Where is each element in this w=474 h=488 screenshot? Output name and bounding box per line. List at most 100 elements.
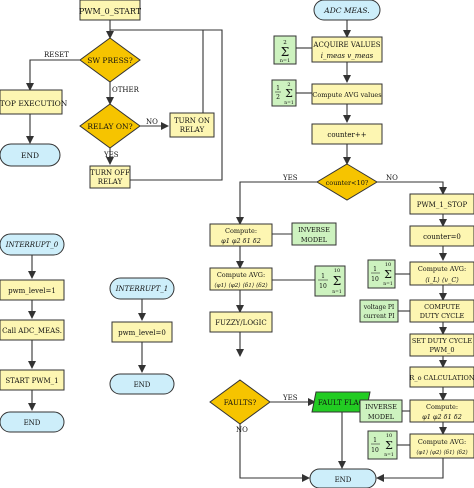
half-bottom: 2 bbox=[276, 94, 280, 101]
node-pwm0-start: PWM_0_START bbox=[79, 0, 142, 21]
node-compute-duty: COMPUTE DUTY CYCLE bbox=[409, 299, 474, 323]
tenth-left-top: 1 bbox=[321, 273, 325, 280]
node-call-adc: Call ADC_MEAS. bbox=[0, 319, 65, 341]
voltage-pi-label: voltage PI bbox=[363, 304, 395, 311]
half-sum-bottom: n=1 bbox=[284, 100, 294, 106]
sum-left-top: 10 bbox=[334, 268, 340, 274]
node-counter-inc: counter++ bbox=[311, 123, 383, 145]
edge-cond-yes bbox=[236, 181, 317, 225]
edge-faults-no bbox=[239, 424, 310, 482]
sum-right2-bottom: n=1 bbox=[384, 452, 394, 458]
edge-label-yes-counter: YES bbox=[282, 174, 298, 182]
half-sum-top: 2 bbox=[287, 82, 290, 88]
current-pi-label: current PI bbox=[363, 313, 395, 320]
node-compute-avg-right-2: Compute AVG: ⟨φ1⟩ ⟨φ2⟩ ⟨δ1⟩ ⟨δ2⟩ bbox=[409, 433, 474, 459]
sw-press-label: SW PRESS? bbox=[87, 56, 133, 65]
node-turn-on-relay: TURN ON RELAY bbox=[169, 112, 215, 138]
compute-avg-right-label-1: Compute AVG: bbox=[418, 265, 466, 273]
sum-right-sigma: Σ bbox=[384, 268, 392, 281]
adc-meas-label: ADC MEAS. bbox=[323, 6, 369, 15]
turn-off-relay-label-1: TURN OFF bbox=[90, 169, 130, 177]
node-sw-press: SW PRESS? bbox=[79, 37, 141, 83]
set-duty-label-1: SET DUTY CYCLE bbox=[412, 337, 472, 345]
node-counter-cond: counter<10? bbox=[316, 163, 378, 201]
compute-avg-right-label-2: ⟨i_L⟩ ⟨v_C⟩ bbox=[425, 276, 459, 284]
fault-flag-label: FAULT FLAG bbox=[318, 399, 365, 407]
node-counter-zero: counter=0 bbox=[409, 225, 474, 247]
fuzzy-logic-label: FUZZY/LOGIC bbox=[215, 319, 267, 327]
end-int1-label: END bbox=[134, 381, 151, 389]
edge-cond-no bbox=[377, 181, 447, 195]
node-adc-meas: ADC MEAS. bbox=[313, 0, 381, 21]
pwm-level-1-label: pwm_level=1 bbox=[8, 287, 56, 295]
compute-avg-left-label-2: ⟨φ1⟩ ⟨φ2⟩ ⟨δ1⟩ ⟨δ2⟩ bbox=[214, 282, 267, 289]
inverse-model-left-label-1: INVERSE bbox=[298, 226, 330, 234]
node-sum-tenth-right-2: 1 10 10 Σ n=1 bbox=[367, 430, 398, 460]
turn-on-relay-label-1: TURN ON bbox=[174, 117, 210, 125]
faults-label: FAULTS? bbox=[224, 399, 257, 407]
edge-label-yes-relay: YES bbox=[103, 151, 119, 159]
interrupt-0-label: INTERRUPT_0 bbox=[5, 241, 59, 249]
node-stop-execution: STOP EXECUTION bbox=[0, 89, 68, 115]
node-pwm-level-1: pwm_level=1 bbox=[0, 279, 65, 301]
edge-avg2-to-end bbox=[376, 458, 444, 482]
compute-phi-right-label-1: Compute: bbox=[426, 403, 458, 411]
edge-label-yes-faults: YES bbox=[282, 394, 298, 402]
relay-on-label: RELAY ON? bbox=[87, 122, 132, 131]
compute-phi-right-label-2: φ1 φ2 δ1 δ2 bbox=[422, 413, 462, 421]
half-top: 1 bbox=[276, 85, 280, 92]
stop-execution-label: STOP EXECUTION bbox=[0, 99, 68, 108]
sum-right-bottom: n=1 bbox=[383, 281, 393, 287]
node-inverse-model-left: INVERSE MODEL bbox=[291, 222, 337, 246]
compute-phi-label-2: φ1 φ2 δ1 δ2 bbox=[221, 237, 261, 245]
compute-avg-values-label: Compute AVG values bbox=[312, 91, 381, 99]
edge-label-reset: RESET bbox=[44, 51, 69, 59]
node-inverse-model-right: INVERSE MODEL bbox=[359, 399, 403, 423]
tenth-left-bottom: 10 bbox=[319, 283, 327, 290]
node-relay-on: RELAY ON? bbox=[79, 103, 141, 149]
node-half-sum: 1 2 2 Σ n=1 bbox=[271, 79, 297, 107]
node-pwm-level-0: pwm_level=0 bbox=[111, 321, 173, 343]
compute-avg-left-label-1: Compute AVG: bbox=[217, 271, 265, 279]
turn-on-relay-label-2: RELAY bbox=[180, 126, 205, 134]
node-end-int0: END bbox=[0, 411, 65, 433]
counter-inc-label: counter++ bbox=[327, 131, 366, 139]
node-fuzzy-logic: FUZZY/LOGIC bbox=[209, 311, 273, 333]
node-compute-avg-values: Compute AVG values bbox=[311, 83, 383, 105]
inverse-model-left-label-2: MODEL bbox=[301, 236, 328, 244]
sum-acquire-bottom: n=1 bbox=[280, 58, 291, 64]
node-pi-controllers: voltage PI current PI bbox=[359, 299, 399, 323]
node-interrupt-0: INTERRUPT_0 bbox=[0, 233, 65, 256]
node-set-duty: SET DUTY CYCLE PWM_0 bbox=[409, 333, 474, 357]
node-start-pwm1: START PWM_1 bbox=[0, 369, 65, 391]
node-compute-phi-right: Compute: φ1 φ2 δ1 δ2 bbox=[409, 399, 474, 423]
node-compute-avg-left: Compute AVG: ⟨φ1⟩ ⟨φ2⟩ ⟨δ1⟩ ⟨δ2⟩ bbox=[209, 267, 273, 291]
tenth-right-top: 1 bbox=[373, 266, 377, 273]
node-end-int1: END bbox=[109, 373, 175, 395]
node-acquire-values: ACQUIRE VALUES i_meas v_meas bbox=[311, 36, 383, 63]
inverse-model-right-label-2: MODEL bbox=[368, 413, 395, 421]
start-pwm1-label: START PWM_1 bbox=[5, 377, 58, 385]
compute-duty-label-2: DUTY CYCLE bbox=[420, 312, 465, 320]
connectors bbox=[26, 20, 447, 482]
compute-avg-right2-label-1: Compute AVG: bbox=[418, 438, 466, 446]
sum-right2-sigma: Σ bbox=[385, 439, 393, 452]
node-compute-avg-right: Compute AVG: ⟨i_L⟩ ⟨v_C⟩ bbox=[409, 261, 474, 286]
counter-cond-label: counter<10? bbox=[326, 179, 369, 187]
sum-left-bottom: n=1 bbox=[332, 289, 342, 295]
node-sum-tenth-left: 1 10 10 Σ n=1 bbox=[314, 265, 346, 297]
call-adc-label: Call ADC_MEAS. bbox=[2, 327, 62, 335]
sum-right2-top: 10 bbox=[386, 433, 392, 439]
compute-duty-label-1: COMPUTE bbox=[424, 303, 460, 311]
set-duty-label-2: PWM_0 bbox=[429, 346, 454, 354]
pwm0-start-label: PWM_0_START bbox=[79, 7, 142, 16]
edge-turnoff-loop bbox=[110, 29, 223, 181]
node-pwm1-stop: PWM_1_STOP bbox=[409, 193, 474, 215]
node-faults: FAULTS? bbox=[209, 379, 271, 425]
end-top-label: END bbox=[21, 151, 39, 160]
edge-label-no-relay: NO bbox=[146, 118, 158, 126]
ro-calc-label: R_o CALCULATION bbox=[409, 374, 474, 382]
node-sum-acquire: 2 Σ n=1 bbox=[273, 35, 297, 65]
sum-acquire-sigma: Σ bbox=[281, 45, 289, 59]
